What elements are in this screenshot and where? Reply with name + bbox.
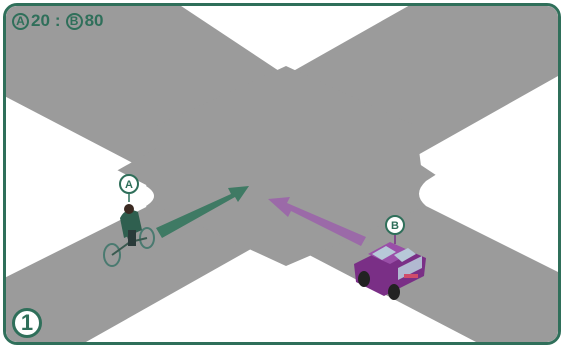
intersection-scene: A B (6, 6, 558, 342)
ratio-a-letter: A (12, 13, 29, 30)
ratio-separator: : (55, 11, 61, 31)
marker-a-label: A (125, 179, 133, 191)
ratio-b-value: 80 (85, 11, 104, 31)
ratio-a-value: 20 (31, 11, 50, 31)
panel-number: 1 (21, 310, 33, 336)
panel-number-badge: 1 (12, 308, 42, 338)
panel-frame: A B A 20 : B 80 1 (3, 3, 561, 345)
fault-ratio-label: A 20 : B 80 (12, 10, 104, 32)
marker-b-label: B (391, 220, 399, 232)
ratio-b-letter: B (66, 13, 83, 30)
